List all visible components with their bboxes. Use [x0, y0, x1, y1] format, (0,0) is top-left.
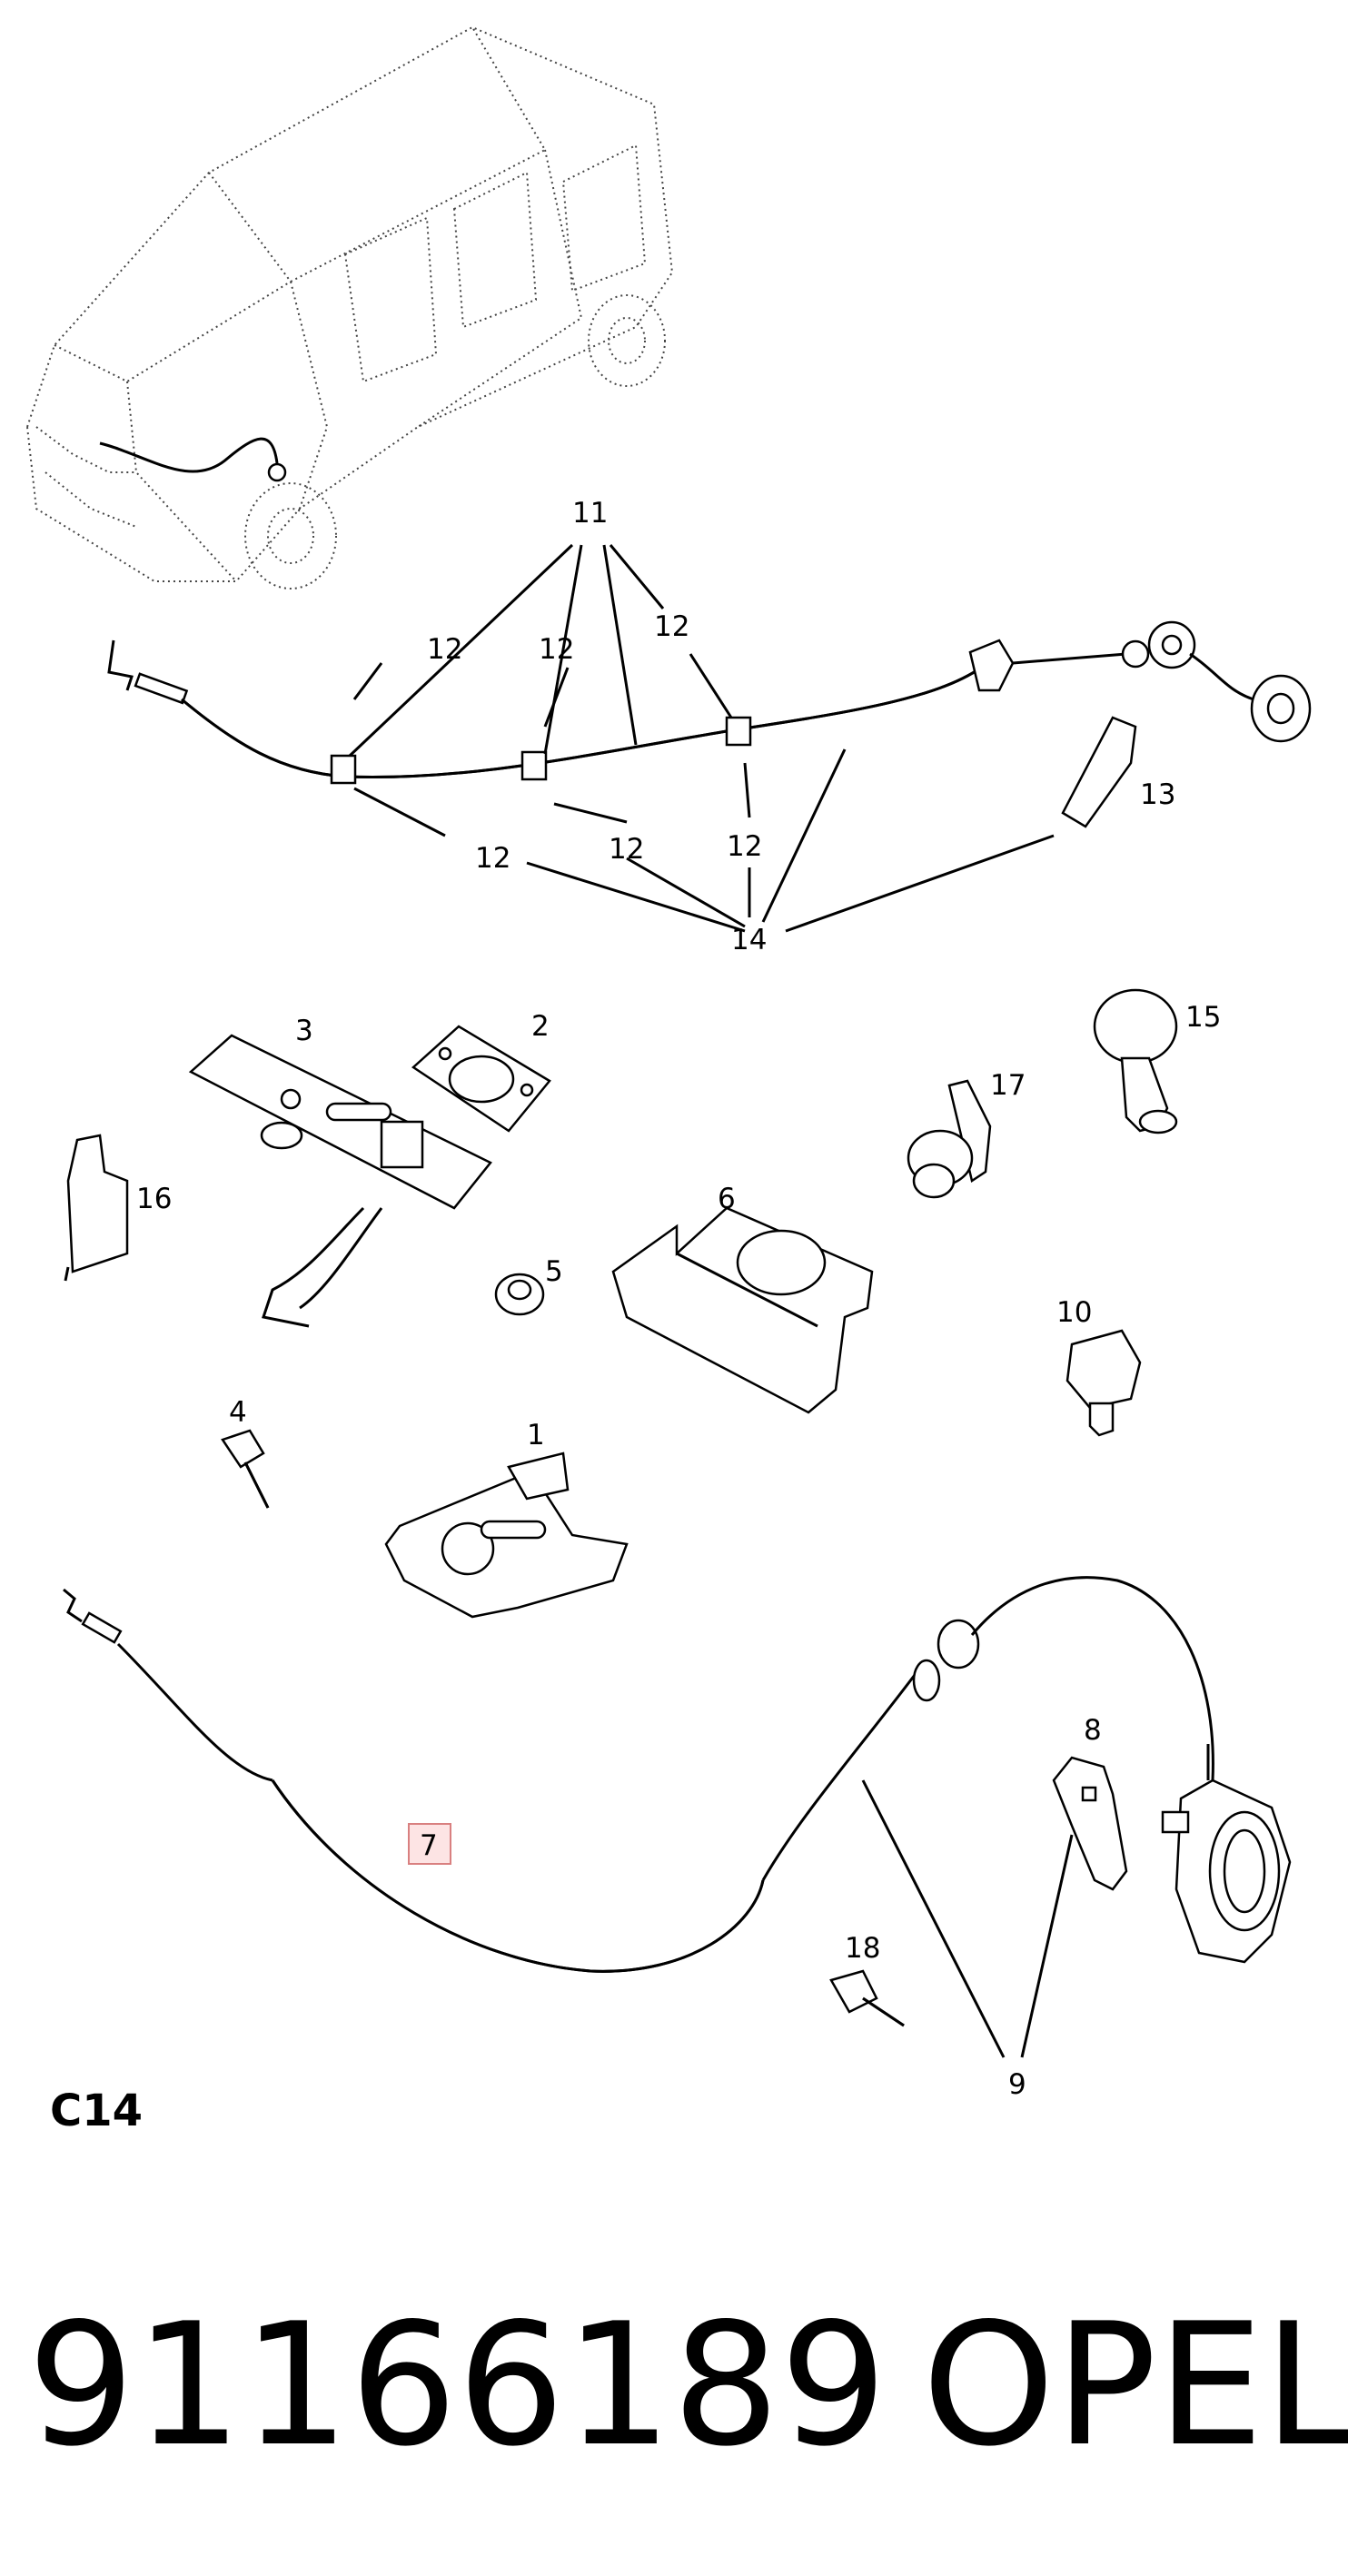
part-10-fitting: [1066, 1329, 1142, 1437]
part-9-release-handle: [1161, 1778, 1292, 1964]
callout-7-highlight: [408, 1823, 451, 1865]
callout-12: 12: [427, 633, 462, 666]
callout-8: 8: [1084, 1714, 1102, 1747]
part-8-lever: [1052, 1756, 1128, 1891]
part-4-bolt: [221, 1429, 270, 1509]
callout-1: 1: [527, 1419, 545, 1451]
part-18-bolt: [829, 1969, 905, 2027]
callout-7: 7: [420, 1829, 438, 1862]
part-2-gasket: [411, 1025, 551, 1133]
upper-leader-lines: [348, 543, 1055, 933]
part-13-handle: [1061, 716, 1137, 828]
callout-14: 14: [731, 924, 767, 956]
part-5-nut: [494, 1273, 545, 1316]
callout-12: 12: [727, 830, 762, 863]
part-16-clip: [64, 1134, 129, 1282]
lower-leader-lines: [861, 1779, 1074, 2058]
upper-cable-assembly: [107, 620, 1312, 785]
callout-15: 15: [1185, 1001, 1221, 1034]
callout-9: 9: [1008, 2068, 1026, 2101]
part-17-fitting: [907, 1079, 992, 1199]
callout-12: 12: [609, 833, 644, 866]
callout-17: 17: [990, 1069, 1026, 1102]
part-7-cable: [63, 1576, 1214, 1973]
callout-2: 2: [531, 1010, 550, 1043]
callout-12: 12: [539, 633, 574, 666]
callout-4: 4: [229, 1396, 247, 1429]
part-number: 91166189: [27, 2286, 887, 2483]
callout-6: 6: [718, 1183, 736, 1215]
callout-10: 10: [1056, 1296, 1092, 1329]
callout-11: 11: [572, 497, 608, 530]
part-1-hood-lock: [384, 1451, 629, 1619]
callout-12: 12: [475, 842, 510, 875]
callout-16: 16: [136, 1183, 172, 1215]
callout-labels: 11 12 12 12 12 12 12 13 14 3 2 15 17 16 …: [136, 497, 1221, 2101]
callout-5: 5: [545, 1255, 563, 1288]
part-6-bracket: [611, 1206, 874, 1414]
part-3-bracket: [188, 1034, 492, 1328]
callout-18: 18: [845, 1932, 880, 1965]
brand-name: OPEL: [922, 2286, 1348, 2483]
callout-3: 3: [295, 1015, 313, 1047]
section-code: C14: [50, 2086, 143, 2136]
van-illustration: [25, 25, 674, 590]
callout-13: 13: [1140, 778, 1175, 811]
part-15-grommet: [1093, 988, 1178, 1134]
callout-12: 12: [654, 610, 689, 643]
